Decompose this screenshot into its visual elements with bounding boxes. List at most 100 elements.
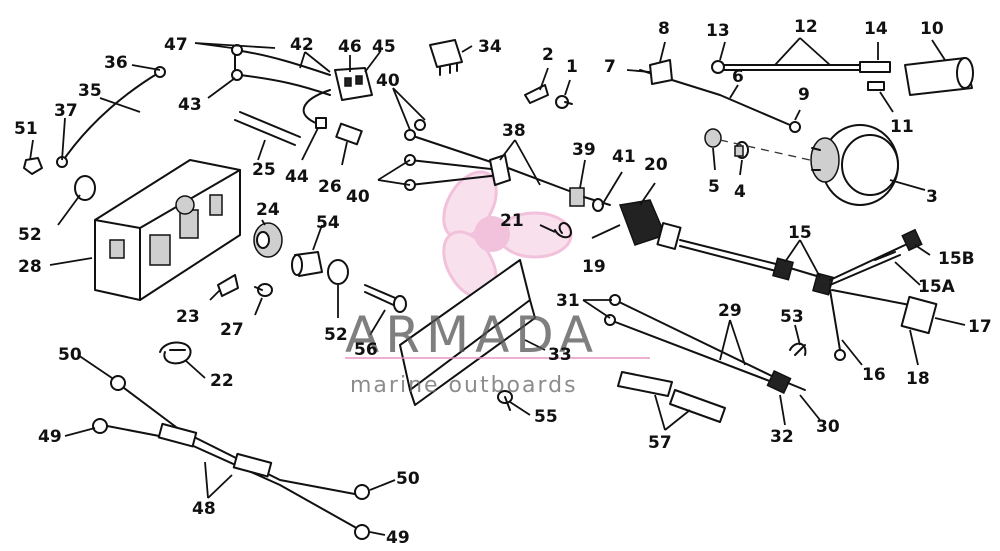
callout-31: 31: [556, 291, 580, 311]
wire-35: [59, 71, 161, 166]
control-box-28: [94, 159, 241, 301]
callout-2: 2: [542, 45, 554, 65]
callout-42: 42: [290, 35, 314, 55]
callout-52-left: 52: [18, 225, 42, 245]
callout-10: 10: [920, 19, 944, 39]
terminal-15A: [874, 251, 896, 261]
callout-32: 32: [770, 427, 794, 447]
callout-5: 5: [708, 177, 720, 197]
relay-34: [429, 39, 463, 76]
callout-13: 13: [706, 21, 730, 41]
part-26: [335, 122, 363, 146]
rod-25: [234, 111, 301, 146]
bulb-4: [734, 141, 749, 159]
callout-16: 16: [862, 365, 886, 385]
callout-57: 57: [648, 433, 672, 453]
clip-53: [789, 342, 807, 356]
watermark-subtitle: marine outboards: [350, 373, 578, 398]
callout-28: 28: [18, 257, 42, 277]
callout-14: 14: [864, 19, 888, 39]
callout-17: 17: [968, 317, 992, 337]
washer-52-right: [327, 259, 349, 285]
callout-50-bottom: 50: [396, 469, 420, 489]
callout-48: 48: [192, 499, 216, 519]
callout-24: 24: [256, 200, 280, 220]
harness-48: [92, 375, 370, 540]
callout-26: 26: [318, 177, 342, 197]
callout-55: 55: [534, 407, 558, 427]
callout-40-top: 40: [376, 71, 400, 91]
bracket-2: [524, 84, 549, 104]
callout-22: 22: [210, 371, 234, 391]
gauge-3: [810, 124, 899, 206]
callout-47: 47: [164, 35, 188, 55]
part-23: [217, 274, 239, 297]
callout-53: 53: [780, 307, 804, 327]
screw-1: [555, 95, 573, 109]
bolt-56: [364, 284, 407, 313]
callout-49-top: 49: [38, 427, 62, 447]
callout-11: 11: [890, 117, 914, 137]
callout-35: 35: [78, 81, 102, 101]
callout-37: 37: [54, 101, 78, 121]
callout-50-top: 50: [58, 345, 82, 365]
callout-40-bottom: 40: [346, 187, 370, 207]
callout-15B: 15B: [938, 249, 975, 269]
grommet-24: [253, 222, 283, 258]
callout-23: 23: [176, 307, 200, 327]
clip-8: [649, 59, 673, 85]
clip-21: [554, 222, 572, 239]
wire-29: [609, 299, 781, 386]
bolt-55: [497, 390, 513, 411]
washer-52-left: [74, 175, 96, 201]
watermark-title: ARMADA: [345, 306, 599, 364]
callout-27: 27: [220, 320, 244, 340]
sender-10: [904, 57, 974, 96]
callout-51: 51: [14, 119, 38, 139]
callout-56: 56: [354, 340, 378, 360]
callout-33: 33: [548, 345, 572, 365]
callout-3: 3: [926, 187, 938, 207]
callout-7: 7: [604, 57, 616, 77]
callout-49-bottom: 49: [386, 528, 410, 548]
callout-39: 39: [572, 140, 596, 160]
callout-15A: 15A: [918, 277, 956, 297]
callout-15: 15: [788, 223, 812, 243]
callout-30: 30: [816, 417, 840, 437]
connector-17: [900, 295, 938, 335]
callout-52-right: 52: [324, 325, 348, 345]
callout-54: 54: [316, 213, 340, 233]
connector-46: [334, 67, 373, 101]
connector-39: [569, 187, 611, 212]
sleeves-57: [617, 371, 726, 423]
callout-8: 8: [658, 19, 670, 39]
callout-46: 46: [338, 37, 362, 57]
callout-43: 43: [178, 95, 202, 115]
cable-12: [719, 64, 881, 71]
leader-lines: [29, 37, 966, 536]
terminal-15B: [901, 228, 923, 252]
callout-4: 4: [734, 182, 746, 202]
callout-labels: 47 42 46 45 36 35 37 51 43 40 44 26 25 5…: [14, 17, 992, 548]
callout-45: 45: [372, 37, 396, 57]
callout-36: 36: [104, 53, 128, 73]
spacer-54: [291, 251, 323, 277]
callout-20: 20: [644, 155, 668, 175]
callout-21: 21: [500, 211, 524, 231]
pin-11: [867, 81, 885, 91]
callout-18: 18: [906, 369, 930, 389]
nut-51: [23, 157, 43, 175]
clamp-22: [159, 341, 192, 365]
callout-6: 6: [732, 67, 744, 87]
callout-29: 29: [718, 301, 742, 321]
callout-12: 12: [794, 17, 818, 37]
socket-5: [704, 128, 722, 148]
callout-41: 41: [612, 147, 636, 167]
callout-38: 38: [502, 121, 526, 141]
connector-20: [618, 199, 682, 250]
callout-34: 34: [478, 37, 502, 57]
callout-25: 25: [252, 160, 276, 180]
harness-42: [234, 49, 331, 96]
callout-44: 44: [285, 167, 309, 187]
